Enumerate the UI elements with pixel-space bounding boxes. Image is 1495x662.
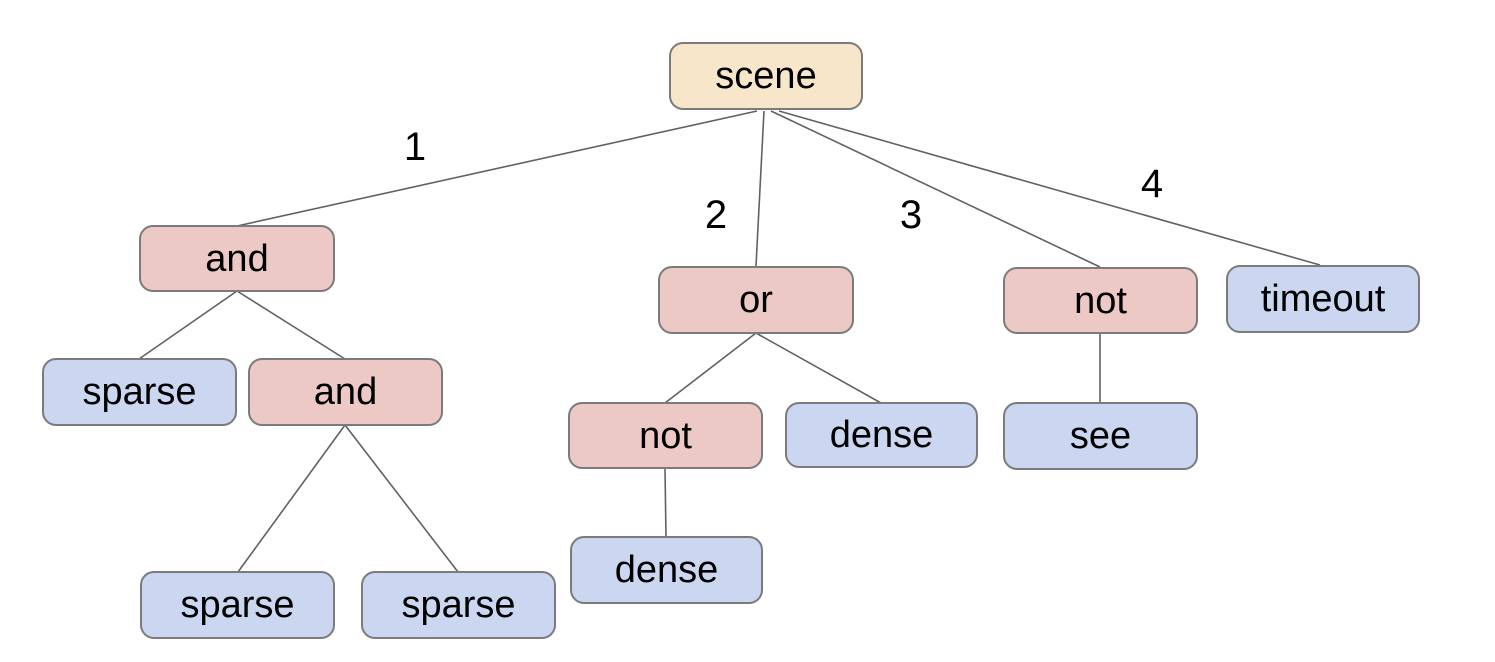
node-not-right: not (1003, 267, 1198, 334)
node-scene: scene (669, 42, 863, 110)
node-and-2: and (248, 358, 443, 426)
node-sparse-bottom-right: sparse (361, 571, 556, 639)
edge-and-and (236, 290, 346, 360)
edge-label-4: 4 (1141, 162, 1163, 206)
edge-scene-or (755, 110, 765, 267)
edge-and2-sparse-right (344, 424, 459, 573)
node-or: or (658, 266, 854, 334)
edge-label-1: 1 (404, 125, 426, 169)
edge-scene-timeout (778, 110, 1321, 266)
node-see: see (1003, 402, 1198, 470)
edge-and-sparse (138, 290, 238, 360)
node-sparse-left: sparse (42, 358, 237, 426)
node-not-mid: not (568, 402, 763, 469)
node-dense-bottom: dense (570, 536, 763, 604)
node-sparse-bottom-left: sparse (140, 571, 335, 639)
node-dense-right: dense (785, 402, 978, 468)
edge-not-dense (664, 468, 667, 538)
edge-or-dense (755, 332, 882, 404)
edge-label-2: 2 (705, 193, 727, 237)
edge-label-3: 3 (900, 193, 922, 237)
edge-and2-sparse-left (237, 424, 346, 573)
node-timeout: timeout (1226, 265, 1420, 333)
edge-scene-not (770, 110, 1101, 268)
edge-or-not (664, 332, 757, 404)
node-and-1: and (139, 225, 335, 292)
edge-scene-and (236, 110, 758, 227)
